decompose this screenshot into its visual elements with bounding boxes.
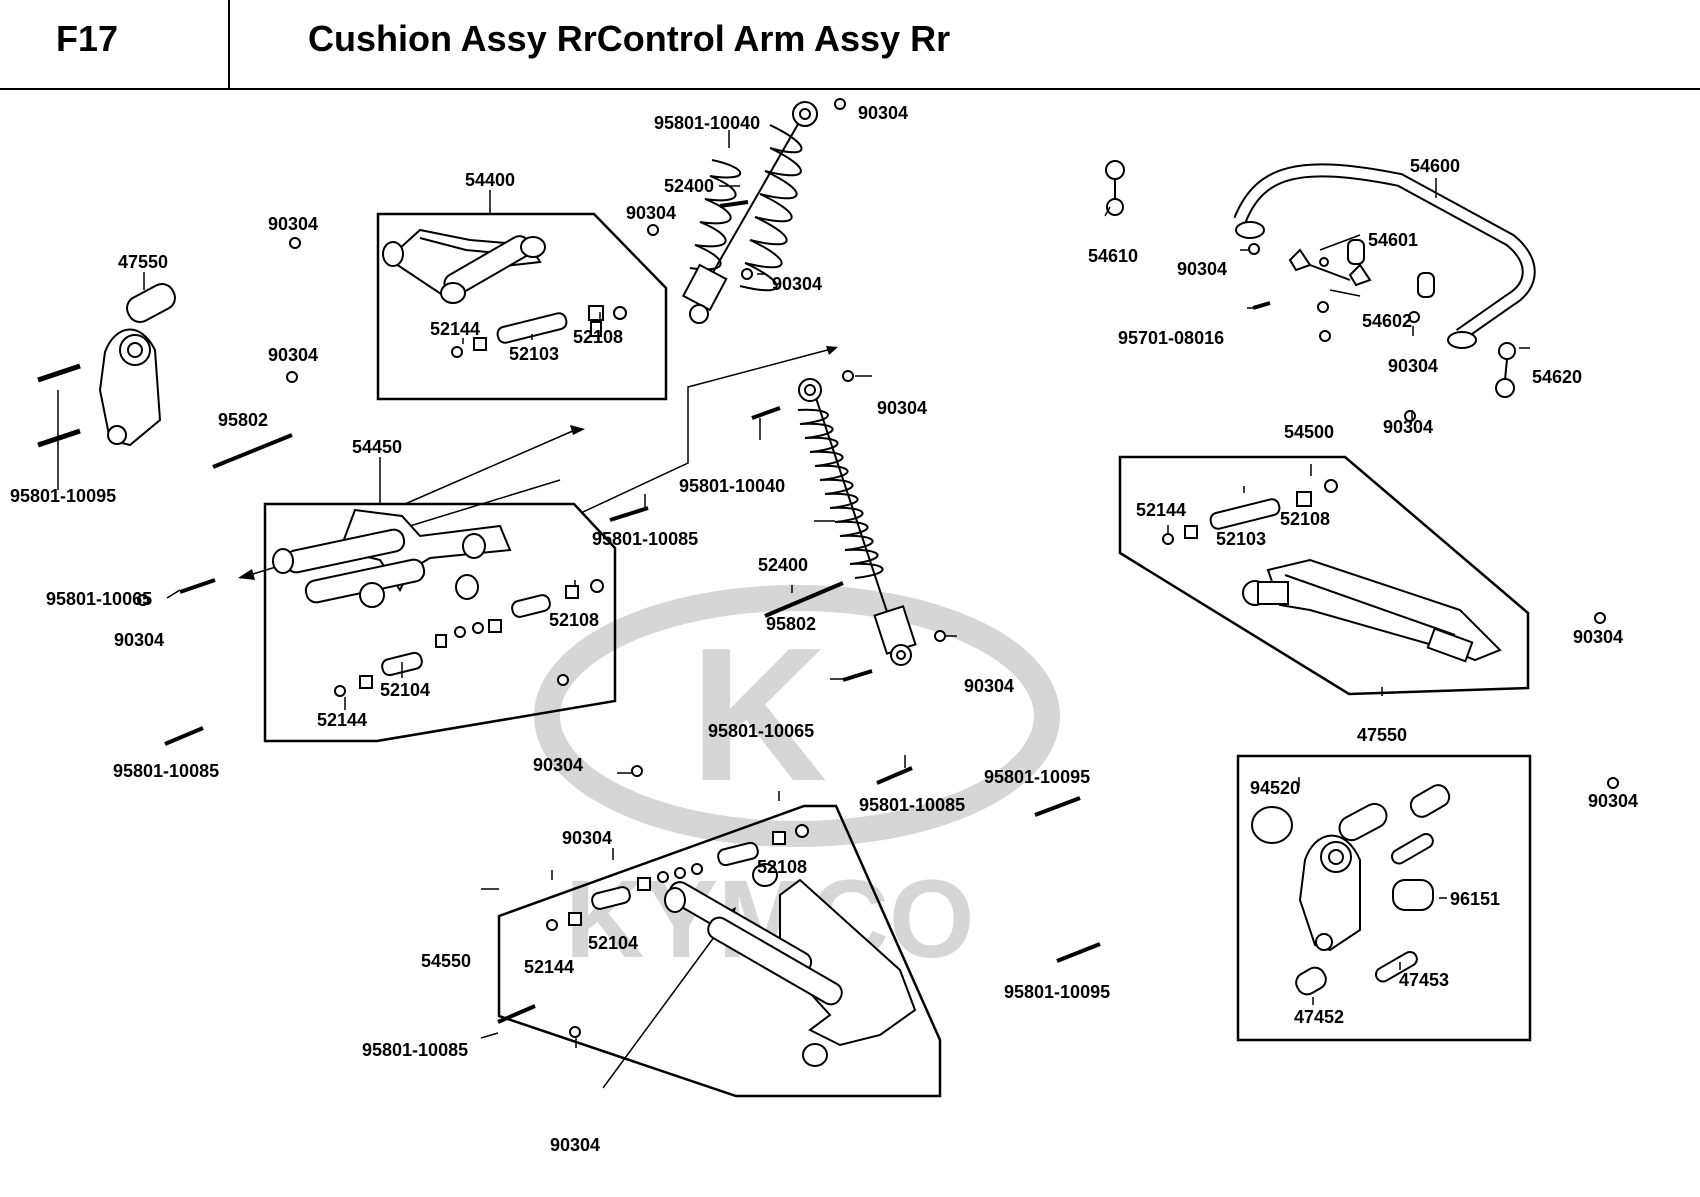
label-90304-54550: 90304 (562, 828, 612, 848)
frame-54400 (376, 212, 668, 401)
stabilizer-bar-54600 (1233, 163, 1536, 349)
label-90304-stab-right: 90304 (1388, 356, 1438, 376)
nuts (137, 98, 1619, 1038)
bolts (37, 200, 1271, 1024)
label-95801-10085-left: 95801-10085 (113, 761, 219, 781)
label-95802-left: 95802 (218, 410, 268, 430)
parts-54400-hardware (451, 305, 627, 358)
label-54400: 54400 (465, 170, 515, 190)
knuckle-47550-right (1251, 784, 1451, 996)
parts-54550-hardware (546, 824, 809, 931)
label-54600: 54600 (1410, 156, 1460, 176)
label-95701-08016: 95701-08016 (1118, 328, 1224, 348)
label-90304-right-mid: 90304 (1573, 627, 1623, 647)
shock-absorber-upper (681, 101, 818, 324)
frame-54450 (263, 502, 617, 743)
label-52104-54450: 52104 (380, 680, 430, 700)
part-number-labels: 47550 95801-10095 90304 90304 95802 5440… (10, 103, 1638, 1155)
label-52108-54500: 52108 (1280, 509, 1330, 529)
leader-lines (57, 130, 1530, 1048)
stabilizer-links (1105, 160, 1516, 398)
label-52103-54500: 52103 (1216, 529, 1266, 549)
label-52144-54500: 52144 (1136, 500, 1186, 520)
figure-code: F17 (56, 18, 119, 59)
label-90304-54400: 90304 (626, 203, 676, 223)
label-54620: 54620 (1532, 367, 1582, 387)
label-94520: 94520 (1250, 778, 1300, 798)
control-arm-54400 (382, 228, 546, 304)
label-52144-54550: 52144 (524, 957, 574, 977)
label-95801-10085-54550: 95801-10085 (859, 795, 965, 815)
label-96151: 96151 (1450, 889, 1500, 909)
label-47452: 47452 (1294, 1007, 1344, 1027)
exploded-parts-diagram: K KYMCO (10, 98, 1638, 1155)
knuckle-47550-left (98, 283, 176, 447)
label-90304-stab-left: 90304 (1177, 259, 1227, 279)
control-arm-54450 (272, 508, 512, 608)
label-95801-10040-top: 95801-10040 (654, 113, 760, 133)
label-90304-shock2-top: 90304 (877, 398, 927, 418)
label-90304-right-upper: 90304 (1383, 417, 1433, 437)
label-95801-10095-center: 95801-10095 (984, 767, 1090, 787)
label-47550-left: 47550 (118, 252, 168, 272)
label-52108-54550: 52108 (757, 857, 807, 877)
group-frames (263, 212, 1532, 1098)
label-90304-top-left: 90304 (268, 214, 318, 234)
frame-47550 (1236, 754, 1532, 1042)
control-arm-54550 (664, 863, 917, 1067)
label-95801-10085-bottom: 95801-10085 (362, 1040, 468, 1060)
label-52104-54550: 52104 (588, 933, 638, 953)
frame-54500 (1118, 455, 1530, 696)
label-47453: 47453 (1399, 970, 1449, 990)
figure-header: F17 Cushion Assy RrControl Arm Assy Rr (0, 0, 1700, 90)
label-90304-left-mid: 90304 (268, 345, 318, 365)
label-52103-54400: 52103 (509, 344, 559, 364)
label-95801-10065-left: 95801-10065 (46, 589, 152, 609)
label-90304-shock2-bottom: 90304 (964, 676, 1014, 696)
label-52144-54450: 52144 (317, 710, 367, 730)
control-arm-54500 (1242, 558, 1502, 663)
svg-text:K: K (690, 609, 827, 821)
label-95801-10040-mid: 95801-10040 (679, 476, 785, 496)
label-52108-54400: 52108 (573, 327, 623, 347)
label-95801-10095-left: 95801-10095 (10, 486, 116, 506)
figure-title: Cushion Assy RrControl Arm Assy Rr (308, 18, 951, 59)
label-90304-shock-top: 90304 (858, 103, 908, 123)
label-54602: 54602 (1362, 311, 1412, 331)
parts-54500-hardware (1162, 479, 1338, 545)
shock-absorber-lower (797, 378, 917, 666)
label-54610: 54610 (1088, 246, 1138, 266)
label-54450: 54450 (352, 437, 402, 457)
label-90304-bottom: 90304 (550, 1135, 600, 1155)
label-95801-10095-lower: 95801-10095 (1004, 982, 1110, 1002)
label-54601: 54601 (1368, 230, 1418, 250)
frame-54550 (497, 804, 942, 1098)
label-95801-10085-mid: 95801-10085 (592, 529, 698, 549)
label-54500: 54500 (1284, 422, 1334, 442)
label-95801-10065-mid: 95801-10065 (708, 721, 814, 741)
label-52144-54400: 52144 (430, 319, 480, 339)
label-52400-upper: 52400 (664, 176, 714, 196)
label-52108-54450: 52108 (549, 610, 599, 630)
label-90304-shock-bottom: 90304 (772, 274, 822, 294)
label-90304-center-low: 90304 (533, 755, 583, 775)
label-90304-left-low: 90304 (114, 630, 164, 650)
label-47550-right: 47550 (1357, 725, 1407, 745)
label-54550: 54550 (421, 951, 471, 971)
header-divider (228, 0, 230, 88)
label-52400-lower: 52400 (758, 555, 808, 575)
label-95802-mid: 95802 (766, 614, 816, 634)
label-90304-right-lower: 90304 (1588, 791, 1638, 811)
parts-54450-hardware (334, 579, 604, 697)
